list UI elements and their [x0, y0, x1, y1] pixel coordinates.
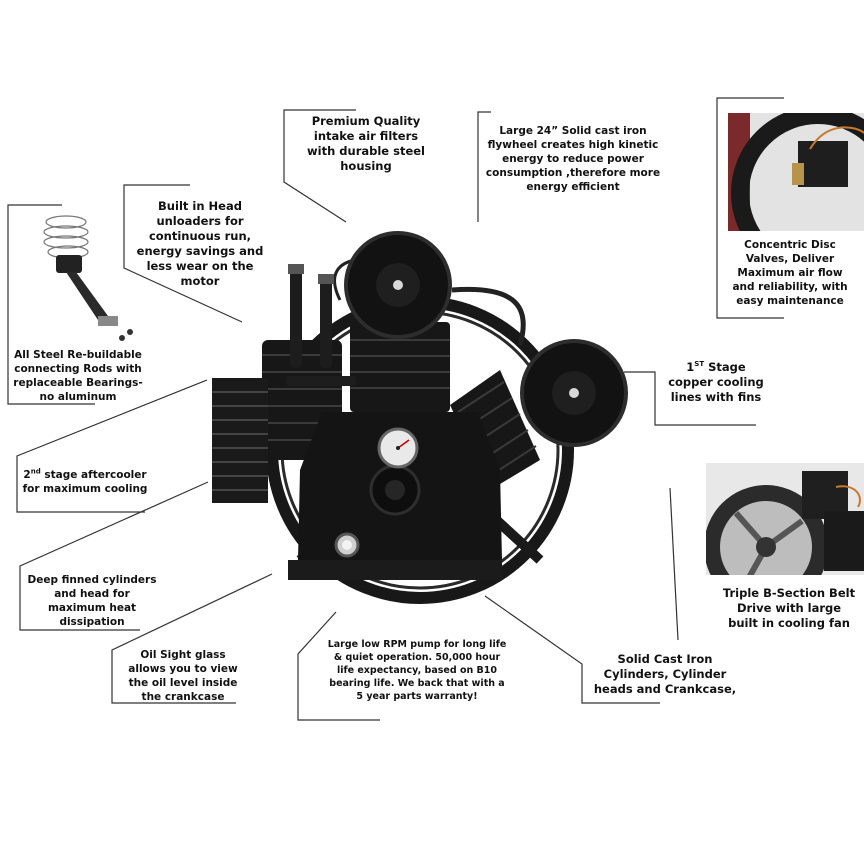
- first-stage-suffix: ST: [694, 360, 705, 369]
- first-stage-text: Stage copper cooling lines with fins: [668, 360, 764, 404]
- callout-belt-drive: Triple B-Section Belt Drive with large b…: [722, 586, 856, 630]
- callout-rods: All Steel Re-buildable connecting Rods w…: [13, 349, 143, 403]
- cooling-line: [451, 286, 526, 346]
- leader-aftercooler: [16, 379, 208, 513]
- top-air-filter: [344, 231, 452, 339]
- aftercooler-number: 2: [23, 469, 31, 481]
- leader-cast-iron: [484, 595, 660, 704]
- leader-rods: [7, 204, 95, 405]
- belt-drive-closeup-image: [706, 463, 864, 575]
- leader-sight-glass: [111, 573, 273, 704]
- callout-cast-iron: Solid Cast Iron Cylinders, Cylinder head…: [593, 652, 737, 696]
- valve-closeup-image: [728, 113, 864, 231]
- aftercooler: [212, 378, 268, 503]
- first-stage-number: 1: [686, 360, 695, 374]
- callout-first-stage: 1ST Stage copper cooling lines with fins: [668, 360, 764, 405]
- top-cylinder: [350, 322, 450, 412]
- aftercooler-suffix: nd: [30, 467, 41, 476]
- right-air-filter: [520, 339, 628, 447]
- leader-unloaders: [123, 184, 243, 323]
- unloader-pipes: [286, 264, 356, 386]
- crankcase: [288, 412, 502, 580]
- callout-valves: Concentric Disc Valves, Deliver Maximum …: [732, 239, 848, 307]
- oil-sight-glass: [334, 532, 360, 558]
- callout-unloaders: Built in Head unloaders for continuous r…: [136, 199, 264, 288]
- aftercooler-text: stage aftercooler for maximum cooling: [22, 469, 148, 495]
- callout-aftercooler: 2nd stage aftercooler for maximum coolin…: [20, 468, 150, 496]
- leader-valves: [716, 97, 784, 319]
- leader-flywheel: [477, 111, 491, 222]
- leader-first-stage: [624, 371, 756, 426]
- callout-finned: Deep finned cylinders and head for maxim…: [27, 574, 157, 628]
- callout-sight-glass: Oil Sight glass allows you to view the o…: [128, 649, 238, 703]
- leader-low-rpm: [297, 611, 380, 721]
- leader-finned: [19, 481, 209, 631]
- pressure-gauge: [377, 427, 419, 469]
- callout-low-rpm: Large low RPM pump for long life & quiet…: [327, 639, 507, 702]
- leader-belt: [669, 487, 679, 641]
- callout-flywheel: Large 24” Solid cast iron flywheel creat…: [485, 125, 661, 193]
- leader-intake: [283, 109, 356, 223]
- callout-intake-filters: Premium Quality intake air filters with …: [307, 114, 425, 173]
